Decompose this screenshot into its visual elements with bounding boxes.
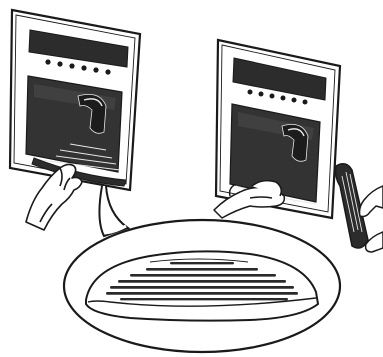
left-dispenser-panel [10, 10, 140, 190]
left-hand [26, 164, 82, 230]
